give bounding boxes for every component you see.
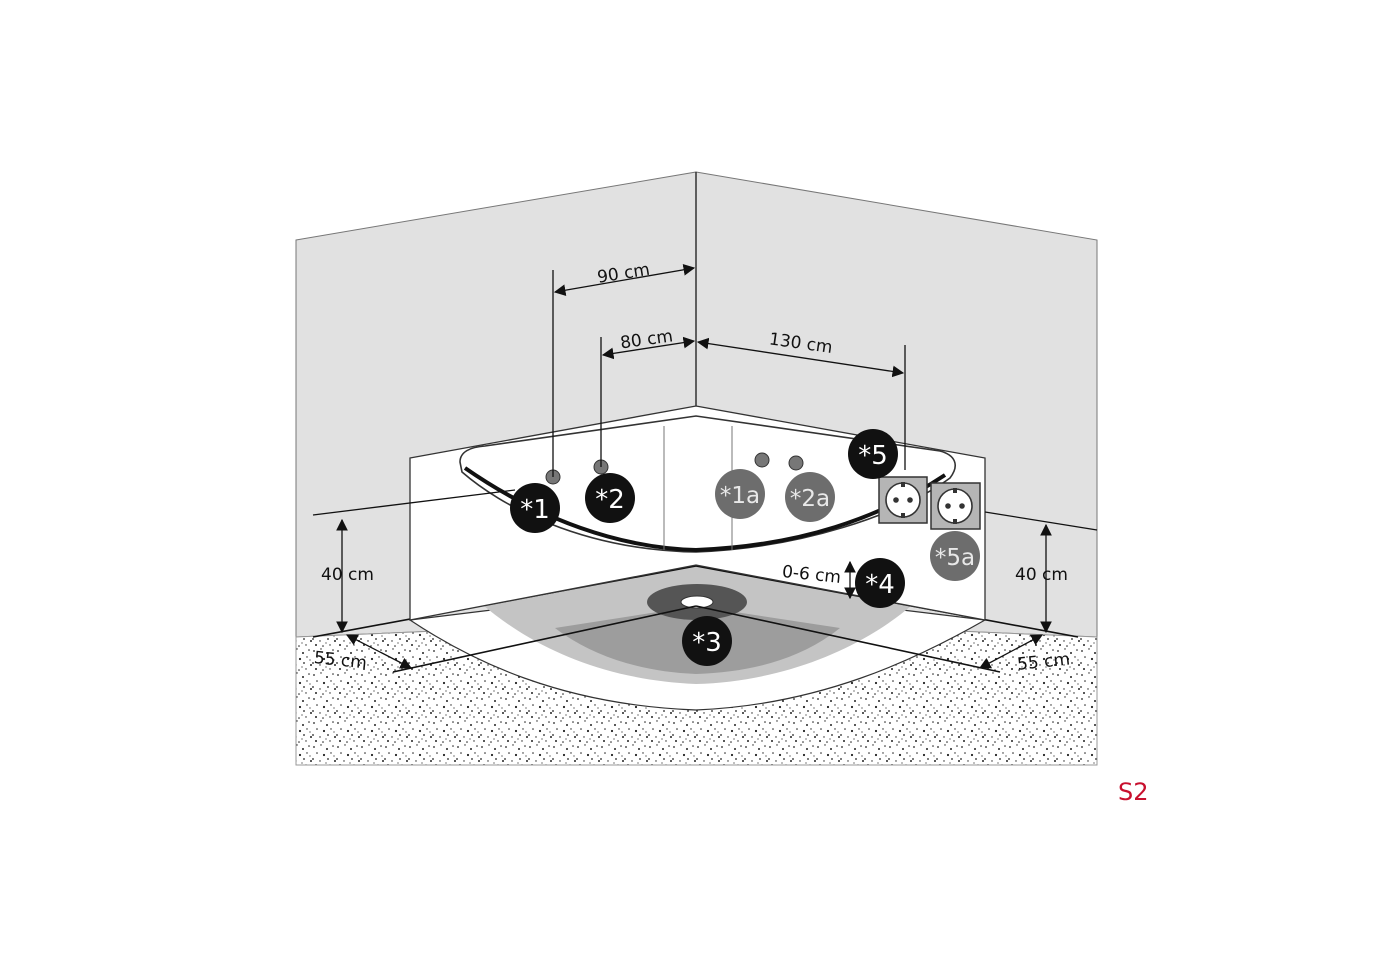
dim-arrow-130 bbox=[696, 337, 905, 378]
dim-label-40-right: 40 cm bbox=[1015, 565, 1068, 585]
socket-5a bbox=[930, 482, 981, 530]
svg-text:*3: *3 bbox=[692, 628, 722, 658]
dim-arrow-55-right bbox=[978, 634, 1044, 669]
svg-text:*5a: *5a bbox=[935, 545, 975, 571]
connection-point-2a bbox=[788, 455, 804, 471]
svg-text:*1a: *1a bbox=[720, 483, 760, 509]
marker-1: *1 bbox=[510, 483, 560, 533]
height-ref-right bbox=[984, 511, 1098, 531]
height-ref-left bbox=[312, 489, 516, 516]
floor-diag-right bbox=[695, 605, 1001, 673]
marker-5: *5 bbox=[848, 429, 898, 479]
page-label: S2 bbox=[1118, 778, 1149, 806]
svg-text:*1: *1 bbox=[520, 495, 550, 525]
svg-text:*4: *4 bbox=[865, 570, 895, 600]
marker-3: *3 bbox=[682, 616, 732, 666]
svg-text:*5: *5 bbox=[858, 441, 888, 471]
drain-hole bbox=[680, 595, 714, 609]
dim-arrow-90 bbox=[553, 264, 696, 296]
marker-2: *2 bbox=[585, 473, 635, 523]
marker-5a: *5a bbox=[930, 531, 980, 581]
socket-5 bbox=[878, 476, 928, 524]
dim-arrow-55-left bbox=[345, 634, 413, 669]
marker-4: *4 bbox=[855, 558, 905, 608]
dim-arrow-80 bbox=[601, 336, 696, 360]
svg-text:*2a: *2a bbox=[790, 486, 830, 512]
marker-2a: *2a bbox=[785, 472, 835, 522]
marker-1a: *1a bbox=[715, 469, 765, 519]
dim-label-40-left: 40 cm bbox=[321, 565, 374, 585]
svg-text:*2: *2 bbox=[595, 485, 625, 515]
connection-point-1a bbox=[754, 452, 770, 468]
floor-diag-left bbox=[392, 605, 697, 673]
